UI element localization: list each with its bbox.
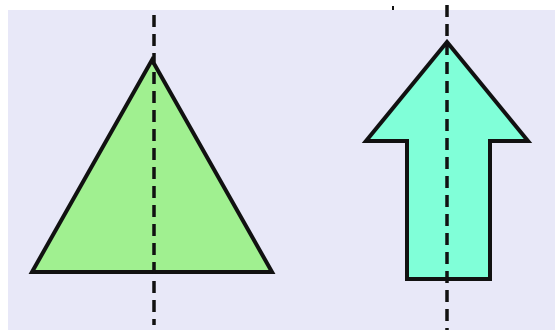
arrow-figure bbox=[361, 5, 533, 330]
triangle-shape bbox=[28, 55, 276, 274]
triangle-figure bbox=[28, 15, 276, 325]
